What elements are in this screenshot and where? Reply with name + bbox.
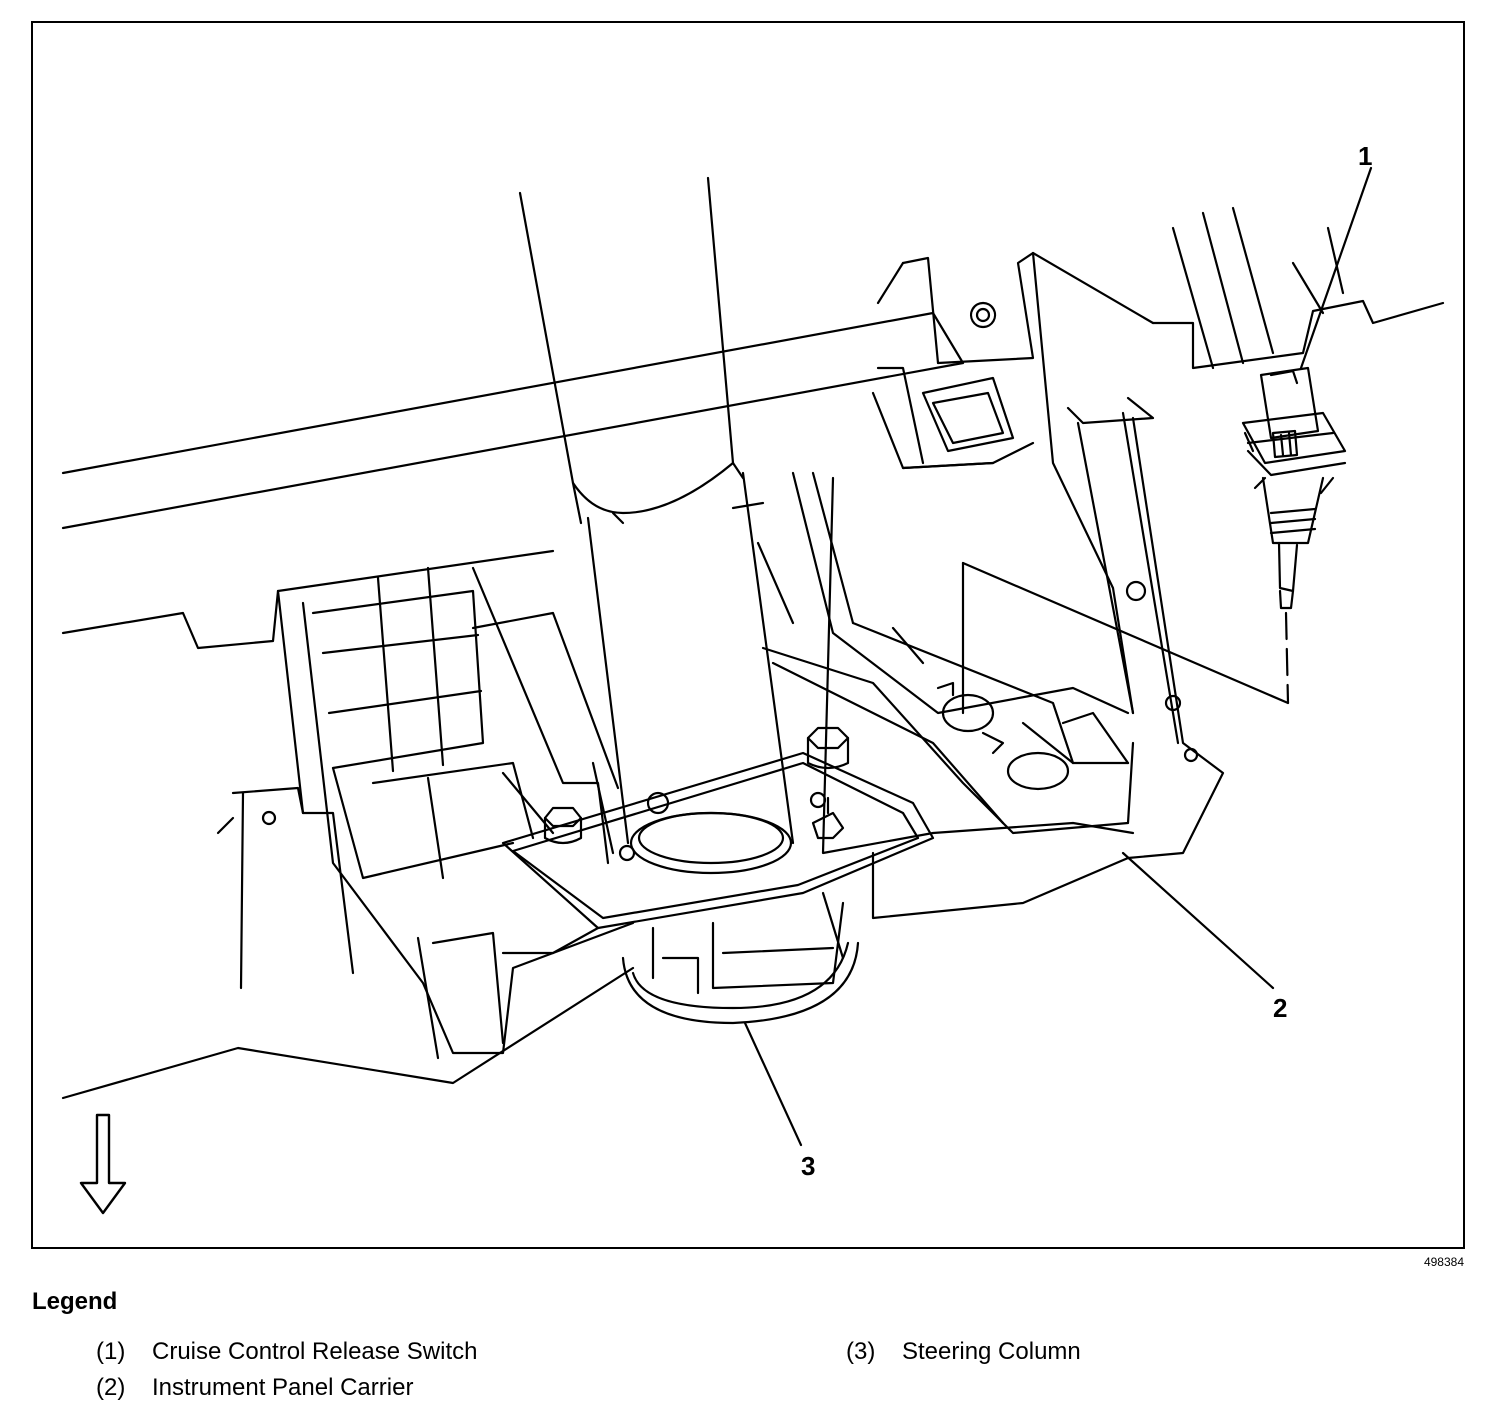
callout-3: 3 <box>801 1151 816 1181</box>
legend-title: Legend <box>32 1288 118 1315</box>
steering-column <box>518 176 860 1025</box>
legend-item-label: Cruise Control Release Switch <box>152 1338 478 1365</box>
legend-item-1: (1) Cruise Control Release Switch <box>96 1338 477 1366</box>
column-mounting-bracket <box>501 726 935 955</box>
legend-item-label: Instrument Panel Carrier <box>152 1374 414 1401</box>
legend-item-2: (2) Instrument Panel Carrier <box>96 1374 413 1402</box>
instrument-panel-carrier <box>61 206 1445 1100</box>
callout-1: 1 <box>1358 141 1373 171</box>
figure-id: 498384 <box>1423 1255 1464 1269</box>
legend-item-number: (1) <box>96 1338 126 1365</box>
arrow-down-icon <box>79 1113 127 1215</box>
diagram-frame: 1 2 3 <box>31 21 1465 1249</box>
leader-lines <box>743 166 1373 1147</box>
legend-item-number: (2) <box>96 1374 126 1401</box>
legend-item-number: (3) <box>846 1338 876 1365</box>
steering-column-illustration <box>61 166 1445 1215</box>
legend-item-label: Steering Column <box>902 1338 1081 1365</box>
cross-beam <box>61 311 1035 530</box>
cruise-control-release-switch <box>961 366 1347 715</box>
callout-2: 2 <box>1273 993 1288 1023</box>
legend-item-3: (3) Steering Column <box>846 1338 1081 1366</box>
